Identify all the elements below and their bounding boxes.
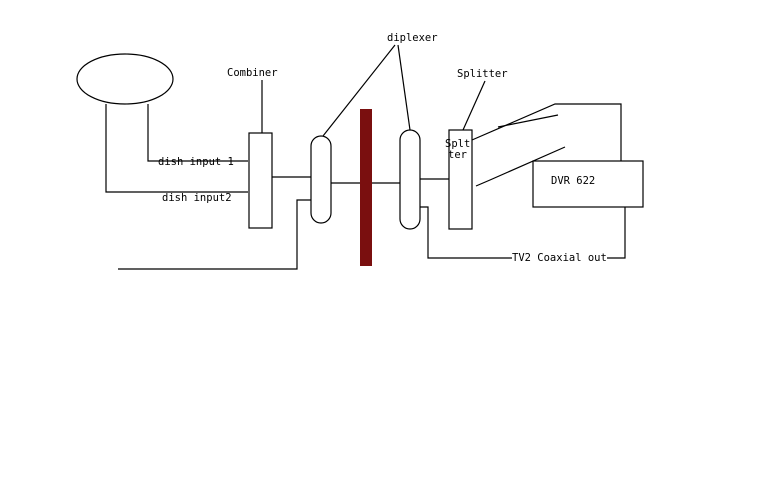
dish-input-1-label: dish input 1 [158,156,234,168]
dvr-box [532,160,644,208]
splitter-box [448,129,473,230]
diplexer-2 [399,129,421,230]
combiner-box [248,132,273,229]
wall-bar [360,109,372,266]
diplexer-leader-2 [397,44,411,131]
diplexer-1 [310,135,332,224]
wire-third-input [118,199,311,270]
wire-tv2-out-right [607,207,626,259]
tv2-coaxial-out-label: TV2 Coaxial out [512,252,607,264]
wire-splitter-top-stub [497,114,559,128]
combiner-label: Combiner [227,67,278,79]
dvr-label: DVR 622 [551,175,595,187]
dish-wire-2 [105,104,248,193]
diplexer-leader-1 [322,44,396,137]
splitter-leader [462,80,486,131]
satellite-dish [76,53,174,105]
diplexer-label: diplexer [387,32,438,44]
dish-input-2-label: dish input2 [162,192,232,204]
dish-wire-1 [147,104,248,162]
splitter-inner-text-top: Splt [445,138,470,150]
splitter-inner-text-bottom: ter [448,149,467,161]
wire-tv2-out-left [420,206,512,259]
wire-splitter-bottom-output [475,146,566,187]
splitter-label: Splitter [457,68,508,80]
wire-splitter-top-output [471,103,622,161]
